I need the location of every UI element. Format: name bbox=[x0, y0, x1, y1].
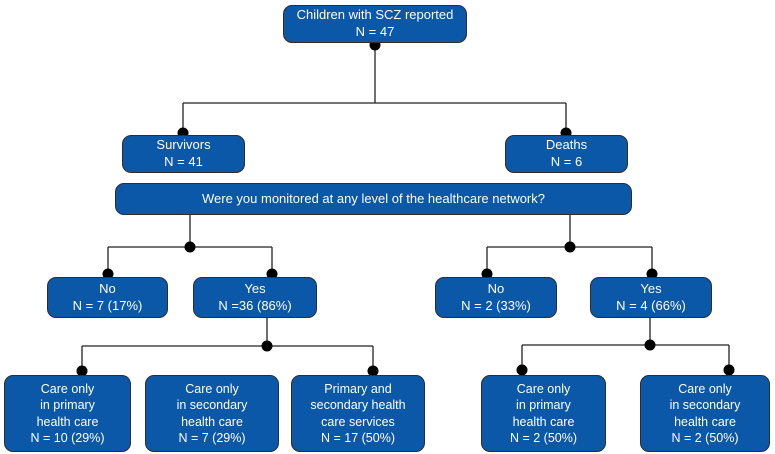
root-box: Children with SCZ reported N = 47 bbox=[283, 5, 467, 43]
deaths-yes-box: Yes N = 4 (66%) bbox=[590, 277, 712, 318]
survivors-primary-and-secondary-care-box: Primary and secondary health care servic… bbox=[291, 375, 425, 452]
survivors-box: Survivors N = 41 bbox=[122, 135, 245, 173]
survivors-no-box: No N = 7 (17%) bbox=[47, 277, 168, 318]
deaths-primary-care-box: Care only in primary health care N = 2 (… bbox=[481, 375, 606, 452]
deaths-no-box: No N = 2 (33%) bbox=[435, 277, 557, 318]
survivors-primary-care-box: Care only in primary health care N = 10 … bbox=[4, 375, 131, 452]
deaths-secondary-care-box: Care only in secondary health care N = 2… bbox=[640, 375, 770, 452]
survivors-secondary-care-box: Care only in secondary health care N = 7… bbox=[145, 375, 279, 452]
question-box: Were you monitored at any level of the h… bbox=[115, 183, 632, 215]
deaths-box: Deaths N = 6 bbox=[505, 135, 628, 173]
survivors-yes-box: Yes N =36 (86%) bbox=[193, 277, 317, 318]
